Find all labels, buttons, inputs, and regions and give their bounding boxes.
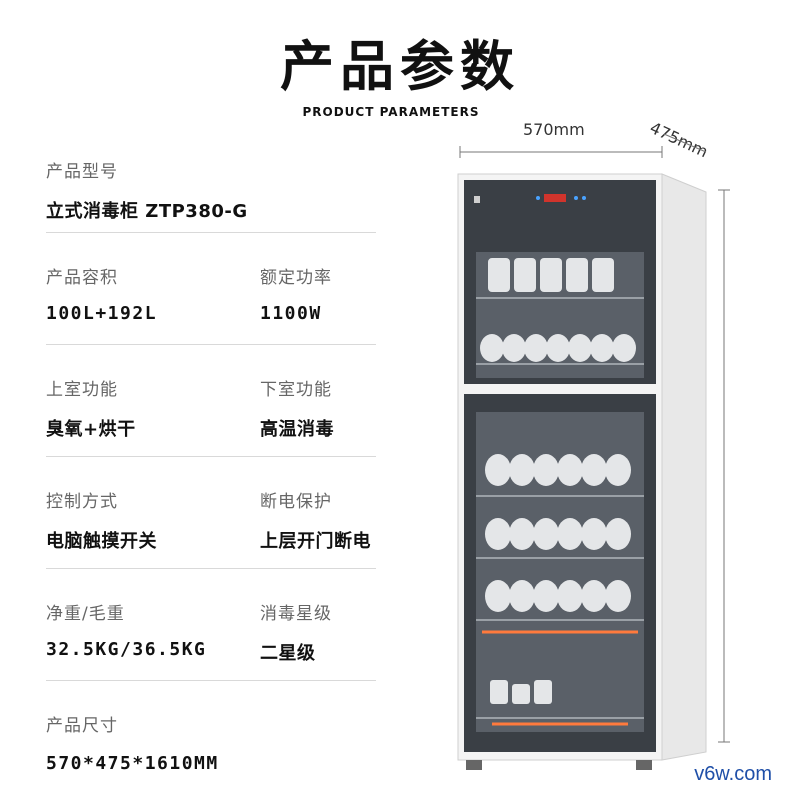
spec-value-weight: 32.5KG/36.5KG (46, 639, 207, 660)
spec-label-size: 产品尺寸 (46, 716, 118, 736)
spec-table: 产品型号 立式消毒柜 ZTP380-G 产品容积 100L+192L 额定功率 … (46, 150, 376, 774)
spec-row-control: 控制方式 电脑触摸开关 断电保护 上层开门断电 (46, 457, 376, 569)
spec-row-functions: 上室功能 臭氧+烘干 下室功能 高温消毒 (46, 345, 376, 457)
spec-value-lower-function: 高温消毒 (260, 419, 334, 440)
spec-value-size: 570*475*1610MM (46, 753, 219, 774)
spec-label-lower-function: 下室功能 (260, 380, 332, 400)
spec-label-control: 控制方式 (46, 492, 118, 512)
spec-label-power-off: 断电保护 (260, 492, 332, 512)
spec-row-weight: 净重/毛重 32.5KG/36.5KG 消毒星级 二星级 (46, 569, 376, 681)
spec-value-upper-function: 臭氧+烘干 (46, 419, 136, 440)
spec-value-control: 电脑触摸开关 (46, 531, 157, 552)
page-subtitle: PRODUCT PARAMETERS (302, 105, 480, 119)
spec-value-power: 1100W (260, 303, 322, 324)
spec-label-weight: 净重/毛重 (46, 604, 125, 624)
spec-label-model: 产品型号 (46, 162, 118, 182)
spec-value-power-off: 上层开门断电 (260, 531, 371, 552)
page-title: 产品参数 (280, 35, 520, 98)
spec-row-capacity-power: 产品容积 100L+192L 额定功率 1100W (46, 233, 376, 345)
spec-value-capacity: 100L+192L (46, 303, 158, 324)
spec-label-power: 额定功率 (260, 268, 332, 288)
width-dimension-label: 570mm (523, 120, 585, 139)
spec-label-capacity: 产品容积 (46, 268, 118, 288)
spec-row-model: 产品型号 立式消毒柜 ZTP380-G (46, 150, 376, 233)
spec-row-size: 产品尺寸 570*475*1610MM (46, 681, 376, 774)
spec-label-upper-function: 上室功能 (46, 380, 118, 400)
spec-value-star-rating: 二星级 (260, 643, 316, 664)
watermark: v6w.com (694, 763, 772, 785)
spec-value-model: 立式消毒柜 ZTP380-G (46, 201, 248, 222)
spec-label-star-rating: 消毒星级 (260, 604, 332, 624)
disinfection-cabinet-image (457, 133, 730, 770)
